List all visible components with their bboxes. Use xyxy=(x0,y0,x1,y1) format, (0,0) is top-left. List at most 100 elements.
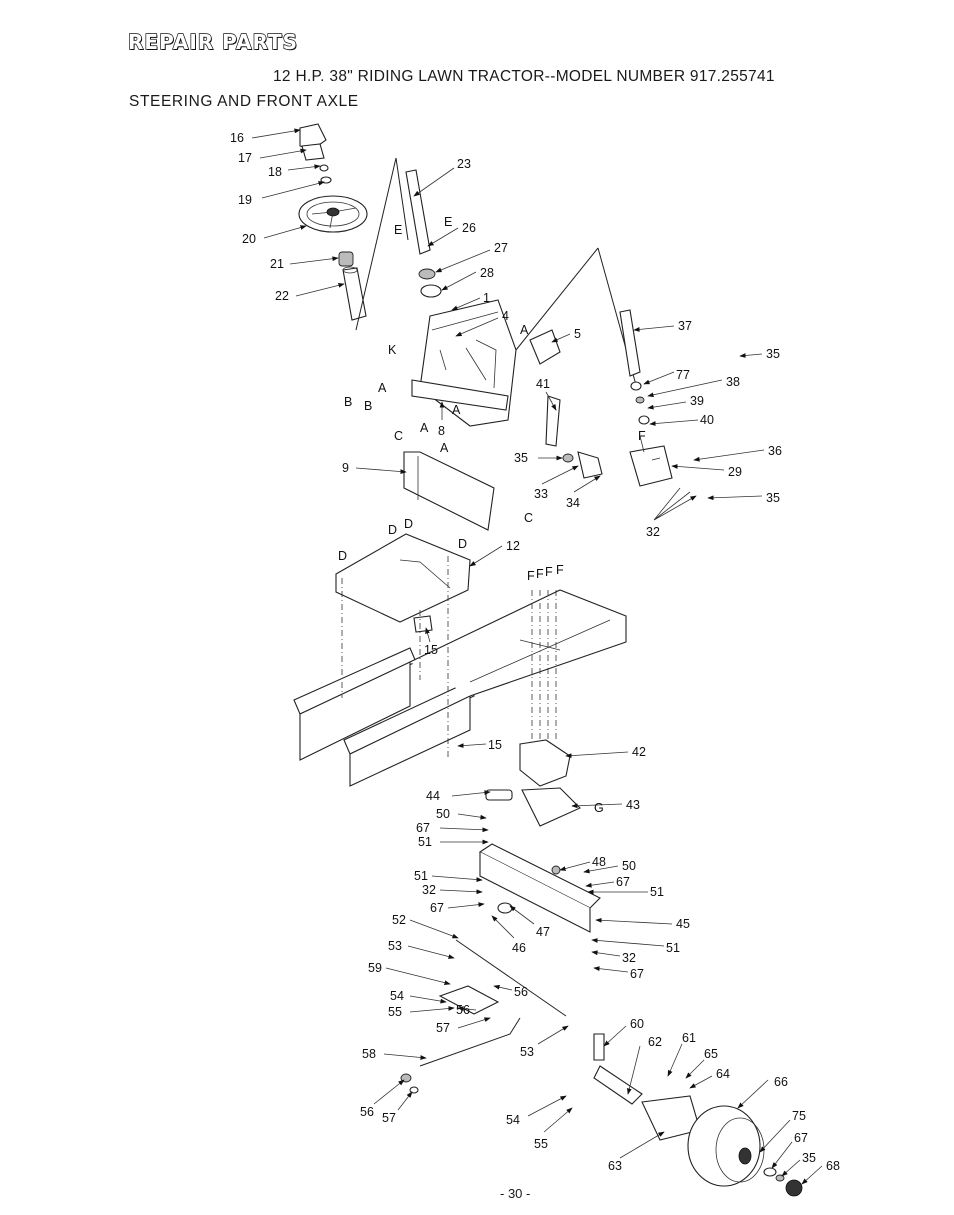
ref-c-2: C xyxy=(524,511,533,525)
ref-k: K xyxy=(388,343,397,357)
callout-57-b: 57 xyxy=(382,1111,396,1125)
callout-55-b: 55 xyxy=(534,1137,548,1151)
callout-35-b: 35 xyxy=(514,451,528,465)
callout-43: 43 xyxy=(626,798,640,812)
steering-cap-assembly xyxy=(299,123,332,184)
section-title: STEERING AND FRONT AXLE xyxy=(129,93,359,110)
callout-56-c: 56 xyxy=(360,1105,374,1119)
callout-42: 42 xyxy=(632,745,646,759)
callout-48: 48 xyxy=(592,855,606,869)
callout-15-a: 15 xyxy=(424,643,438,657)
callout-46: 46 xyxy=(512,941,526,955)
callout-5: 5 xyxy=(574,327,581,341)
callout-20: 20 xyxy=(242,232,256,246)
callout-1: 1 xyxy=(483,291,490,305)
callout-53-a: 53 xyxy=(388,939,402,953)
callout-40: 40 xyxy=(700,413,714,427)
callout-67-c: 67 xyxy=(430,901,444,915)
callout-34: 34 xyxy=(566,496,580,510)
callout-65: 65 xyxy=(704,1047,718,1061)
callout-labels: 16 17 18 19 20 21 22 23 26 27 28 1 4 5 3… xyxy=(230,131,840,1173)
callout-22: 22 xyxy=(275,289,289,303)
ref-e-1: E xyxy=(394,223,402,237)
ref-f-1: F xyxy=(527,569,535,583)
page-title: REPAIR PARTS xyxy=(127,29,299,54)
dash-panel-and-plates xyxy=(335,451,495,633)
ref-f-4: F xyxy=(556,563,564,577)
callout-33: 33 xyxy=(534,487,548,501)
callout-32-c: 32 xyxy=(622,951,636,965)
ref-f-3: F xyxy=(545,565,553,579)
callout-45: 45 xyxy=(676,917,690,931)
callout-23: 23 xyxy=(457,157,471,171)
callout-50-a: 50 xyxy=(436,807,450,821)
ref-g: G xyxy=(594,801,604,815)
callout-67-b: 67 xyxy=(616,875,630,889)
callout-35-a: 35 xyxy=(766,347,780,361)
ref-a-3: A xyxy=(452,403,461,417)
steering-support-bracket xyxy=(411,247,637,427)
callout-15-b: 15 xyxy=(488,738,502,752)
callout-28: 28 xyxy=(480,266,494,280)
front-wheel xyxy=(641,1095,803,1197)
ref-f-0: F xyxy=(638,429,646,443)
ref-c-1: C xyxy=(394,429,403,443)
ref-f-2: F xyxy=(536,567,544,581)
callout-63: 63 xyxy=(608,1159,622,1173)
callout-29: 29 xyxy=(728,465,742,479)
callout-12: 12 xyxy=(506,539,520,553)
callout-68: 68 xyxy=(826,1159,840,1173)
callout-54-a: 54 xyxy=(390,989,404,1003)
callout-77: 77 xyxy=(676,368,690,382)
model-line: 12 H.P. 38" RIDING LAWN TRACTOR--MODEL N… xyxy=(273,68,775,85)
callout-51-d: 51 xyxy=(666,941,680,955)
front-axle xyxy=(478,789,601,933)
steering-shaft-parts xyxy=(338,157,442,331)
callout-64: 64 xyxy=(716,1067,730,1081)
callout-51-a: 51 xyxy=(418,835,432,849)
callout-8: 8 xyxy=(438,424,445,438)
callout-57-a: 57 xyxy=(436,1021,450,1035)
callout-52: 52 xyxy=(392,913,406,927)
leader-lines xyxy=(251,128,823,1185)
callout-56-a: 56 xyxy=(514,985,528,999)
ref-d-2: D xyxy=(404,517,413,531)
frame xyxy=(293,556,627,787)
callout-38: 38 xyxy=(726,375,740,389)
callout-62: 62 xyxy=(648,1035,662,1049)
callout-60: 60 xyxy=(630,1017,644,1031)
callout-4: 4 xyxy=(502,309,509,323)
callout-17: 17 xyxy=(238,151,252,165)
callout-55-a: 55 xyxy=(388,1005,402,1019)
axle-support xyxy=(519,590,581,827)
ref-a-4: A xyxy=(420,421,429,435)
callout-56-b: 56 xyxy=(456,1003,470,1017)
callout-41: 41 xyxy=(536,377,550,391)
ref-e-2: E xyxy=(444,215,452,229)
callout-21: 21 xyxy=(270,257,284,271)
drag-link-and-upper-parts xyxy=(545,309,673,487)
callout-51-c: 51 xyxy=(414,869,428,883)
callout-35-c: 35 xyxy=(766,491,780,505)
callout-67-a: 67 xyxy=(416,821,430,835)
callout-39: 39 xyxy=(690,394,704,408)
callout-32-b: 32 xyxy=(422,883,436,897)
callout-19: 19 xyxy=(238,193,252,207)
callout-53-b: 53 xyxy=(520,1045,534,1059)
ref-d-1: D xyxy=(388,523,397,537)
callout-18: 18 xyxy=(268,165,282,179)
ref-d-4: D xyxy=(338,549,347,563)
ref-b-2: B xyxy=(364,399,372,413)
callout-26: 26 xyxy=(462,221,476,235)
callout-36: 36 xyxy=(768,444,782,458)
callout-32-a: 32 xyxy=(646,525,660,539)
callout-16: 16 xyxy=(230,131,244,145)
callout-47: 47 xyxy=(536,925,550,939)
callout-50-b: 50 xyxy=(622,859,636,873)
ref-a-2: A xyxy=(378,381,387,395)
callout-58: 58 xyxy=(362,1047,376,1061)
callout-61: 61 xyxy=(682,1031,696,1045)
callout-67-e: 67 xyxy=(794,1131,808,1145)
ref-a-1: A xyxy=(520,323,529,337)
callout-35-d: 35 xyxy=(802,1151,816,1165)
